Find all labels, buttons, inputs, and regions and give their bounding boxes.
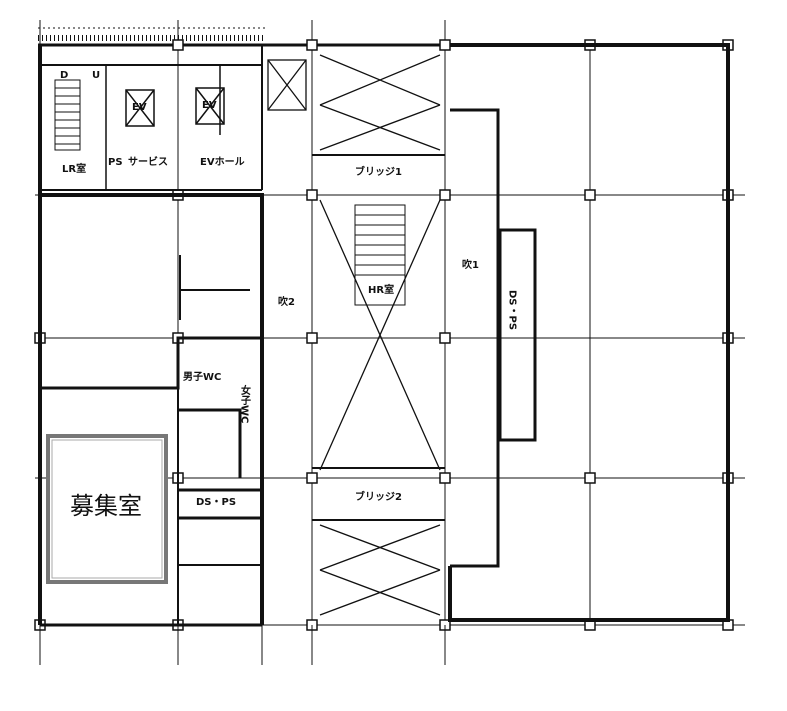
elevator-2-label: EV (202, 100, 217, 111)
recruit-room-label: 募集室 (70, 492, 142, 520)
wc2-label: 女子WC (239, 384, 251, 424)
ps-label: PS (108, 157, 123, 168)
top-boundary (38, 27, 730, 47)
elevators (125, 87, 225, 127)
bridge-1-label: ブリッジ1 (355, 165, 402, 178)
ds-ps-shaft-label: DS・PS (507, 290, 518, 330)
ev-hall-label: EVホール (200, 156, 245, 168)
lr-room-label: LR室 (62, 162, 86, 175)
elevator-1-label: EV (132, 102, 147, 113)
void-1-label: 吹1 (462, 258, 479, 271)
void-markers (267, 54, 441, 616)
recruit-room-box (46, 434, 168, 584)
ds-ps-label: DS・PS (196, 497, 236, 508)
stair-down-label: D (60, 70, 68, 81)
bridge-2-label: ブリッジ2 (355, 490, 402, 503)
stair-room-label: HR室 (368, 283, 394, 296)
service-label: サービス (128, 155, 168, 168)
stair-up-label: U (92, 70, 100, 81)
void-2-label: 吹2 (278, 295, 295, 308)
wc-label: 男子WC (183, 371, 221, 383)
stairs (54, 79, 406, 306)
